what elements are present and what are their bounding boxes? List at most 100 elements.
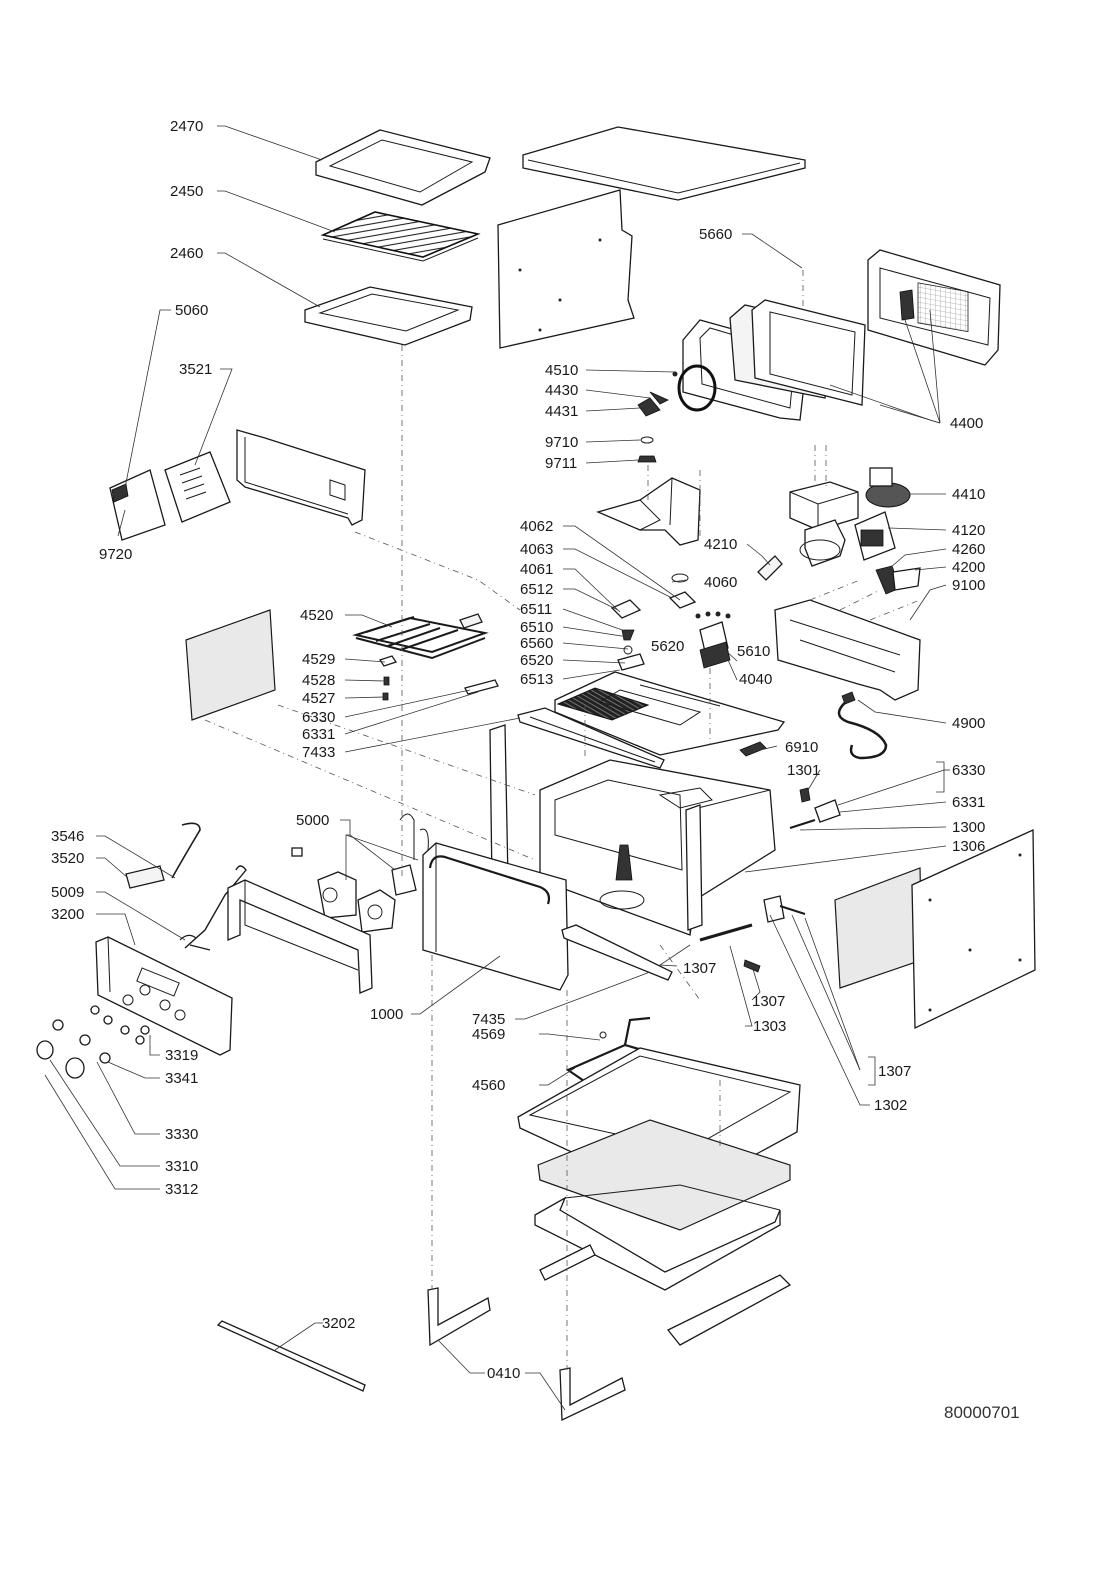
- label-4060: 4060: [704, 574, 737, 591]
- label-7435: 7435: [472, 1011, 505, 1028]
- label-1307-a: 1307: [683, 960, 716, 977]
- side-panel-left: [497, 189, 635, 349]
- part-labels: 2470 2450 2460 5060 3521 9720 4520 4529 …: [51, 118, 985, 1382]
- door-frames-4400: [682, 249, 1001, 421]
- label-6511: 6511: [520, 601, 552, 618]
- label-4520: 4520: [300, 607, 333, 624]
- feet-0410: [427, 1287, 626, 1422]
- hinge-rods: [699, 895, 806, 973]
- cavity-top: [554, 671, 786, 756]
- tray-2460: [304, 286, 473, 346]
- control-board-5060: [109, 451, 231, 541]
- label-6330-left: 6330: [302, 709, 335, 726]
- document-number: 80000701: [944, 1403, 1020, 1422]
- fan-motor-4410: [789, 467, 911, 567]
- rear-panel-9100: [774, 579, 921, 701]
- leader-lines: [44, 125, 950, 1411]
- right-small-parts: [739, 741, 841, 829]
- label-4430: 4430: [545, 382, 578, 399]
- label-4200: 4200: [952, 559, 985, 576]
- label-5620: 5620: [651, 638, 684, 655]
- label-3310: 3310: [165, 1158, 198, 1175]
- tray-2470: [315, 129, 491, 206]
- label-5060: 5060: [175, 302, 208, 319]
- bottom-tray: [534, 1184, 781, 1291]
- bottom-rails: [539, 1244, 792, 1346]
- right-upright: [685, 804, 703, 931]
- label-4510: 4510: [545, 362, 578, 379]
- label-4120: 4120: [952, 522, 985, 539]
- label-4210: 4210: [704, 536, 737, 553]
- label-5009: 5009: [51, 884, 84, 901]
- label-5000: 5000: [296, 812, 329, 829]
- label-4061: 4061: [520, 561, 553, 578]
- label-6560: 6560: [520, 635, 553, 652]
- label-2450: 2450: [170, 183, 203, 200]
- label-4900: 4900: [952, 715, 985, 732]
- label-4560: 4560: [472, 1077, 505, 1094]
- bracket-6330: [464, 679, 499, 695]
- label-1302: 1302: [874, 1097, 907, 1114]
- label-3341: 3341: [165, 1070, 198, 1087]
- label-4063: 4063: [520, 541, 553, 558]
- label-6331-left: 6331: [302, 726, 335, 743]
- label-1301: 1301: [787, 762, 820, 779]
- label-6513: 6513: [520, 671, 553, 688]
- control-fascia-3200: [95, 936, 233, 1056]
- label-7433: 7433: [302, 744, 335, 761]
- valve-parts: [610, 573, 697, 671]
- label-4260: 4260: [952, 541, 985, 558]
- label-1300: 1300: [952, 819, 985, 836]
- front-rail-7433: [517, 707, 665, 769]
- top-heating-element-4520: [352, 613, 489, 660]
- label-9711: 9711: [545, 455, 577, 472]
- knobs: [36, 1005, 150, 1079]
- wiring-3546: [125, 822, 247, 951]
- label-1307-c: 1307: [878, 1063, 911, 1080]
- label-4529: 4529: [302, 651, 335, 668]
- cable-4900: [837, 691, 888, 760]
- right-side-panel: [911, 828, 1036, 1030]
- front-bracket: [227, 879, 373, 994]
- label-3200: 3200: [51, 906, 84, 923]
- label-5660: 5660: [699, 226, 732, 243]
- label-2460: 2460: [170, 245, 203, 262]
- label-4528: 4528: [302, 672, 335, 689]
- label-0410: 0410: [487, 1365, 520, 1382]
- right-insulation: [834, 867, 923, 989]
- label-4431: 4431: [545, 403, 578, 420]
- door-1000: [422, 842, 569, 991]
- label-1000: 1000: [370, 1006, 403, 1023]
- label-3202: 3202: [322, 1315, 355, 1332]
- label-9710: 9710: [545, 434, 578, 451]
- label-4569: 4569: [472, 1026, 505, 1043]
- control-switches-5000: [291, 813, 429, 933]
- label-9100: 9100: [952, 577, 985, 594]
- lower-rail-7435: [561, 924, 673, 981]
- label-9720: 9720: [99, 546, 132, 563]
- label-1306: 1306: [952, 838, 985, 855]
- label-6910: 6910: [785, 739, 818, 756]
- label-6331-right: 6331: [952, 794, 985, 811]
- label-3312: 3312: [165, 1181, 198, 1198]
- label-3330: 3330: [165, 1126, 198, 1143]
- label-3521: 3521: [179, 361, 212, 378]
- side-insulation-left: [185, 609, 276, 721]
- label-3546: 3546: [51, 828, 84, 845]
- label-4040: 4040: [739, 671, 772, 688]
- label-4410: 4410: [952, 486, 985, 503]
- label-6510: 6510: [520, 619, 553, 636]
- motor-4040: [695, 611, 731, 669]
- bracket-3521: [236, 429, 366, 526]
- label-2470: 2470: [170, 118, 203, 135]
- label-4062: 4062: [520, 518, 553, 535]
- assembly-lines: [204, 270, 827, 1370]
- air-duct: [596, 477, 701, 546]
- label-6330-right: 6330: [952, 762, 985, 779]
- label-1307-b: 1307: [752, 993, 785, 1010]
- label-3520: 3520: [51, 850, 84, 867]
- top-cover: [522, 126, 806, 201]
- fan-assembly: [637, 364, 717, 417]
- small-fixings: [378, 655, 398, 701]
